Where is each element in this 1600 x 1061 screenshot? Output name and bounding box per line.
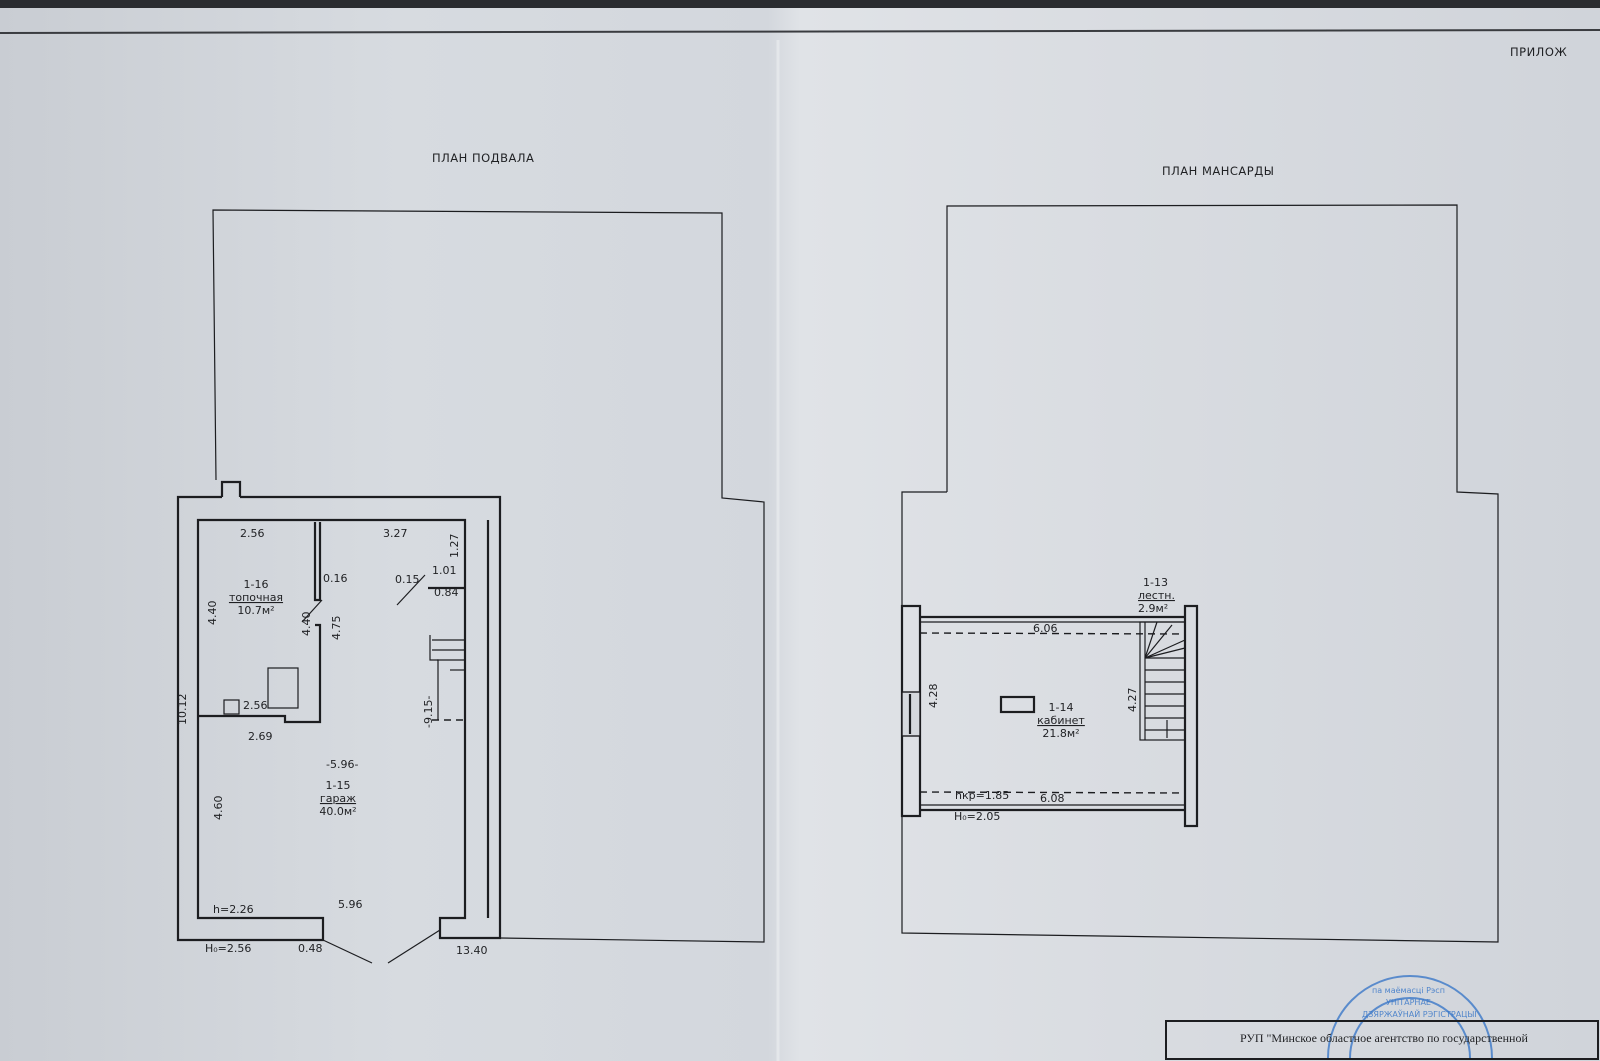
partition-top — [313, 522, 322, 602]
dim: 6.08 — [1040, 792, 1065, 805]
dim: 4.27 — [1126, 688, 1139, 713]
basement-stairs — [429, 635, 465, 721]
dim: 6.06 — [1033, 622, 1058, 635]
dim: 0.84 — [434, 586, 459, 599]
room-number: 1-14 — [1049, 701, 1074, 714]
dim: 3.27 — [383, 527, 408, 540]
dim: H₀=2.05 — [954, 810, 1000, 823]
room-number: 1-13 — [1143, 576, 1168, 589]
dim: 0.48 — [298, 942, 323, 955]
appendix-label: ПРИЛОЖ — [1510, 45, 1567, 59]
dim: -5.96- — [326, 758, 358, 771]
attic-plan: ПЛАН МАНСАРДЫ 1-13 лестн. 2.9м² 6.06 4.2… — [900, 164, 1499, 943]
door-swing-2 — [396, 574, 426, 606]
room-name: топочная — [229, 591, 283, 604]
dim: 2.56 — [243, 699, 268, 712]
room-area: 40.0м² — [319, 805, 356, 818]
organization-name: РУП "Минское областное агентство по госу… — [1240, 1031, 1528, 1045]
basement-plan-title: ПЛАН ПОДВАЛА — [432, 151, 534, 165]
frame-line — [0, 29, 1600, 34]
dim: 0.15 — [395, 573, 420, 586]
partition-bottom — [198, 623, 322, 724]
dim: hкр=1.85 — [955, 789, 1009, 802]
room-number: 1-15 — [326, 779, 351, 792]
top-edge — [0, 0, 1600, 8]
hatch — [999, 695, 1036, 714]
door-swing — [301, 599, 323, 623]
slope-line-top — [919, 632, 1186, 635]
room-name: гараж — [320, 792, 356, 805]
dim: 1.27 — [448, 534, 461, 559]
stamp-text: УНІТАРНАЕ — [1386, 998, 1431, 1007]
dim: H₀=2.56 — [205, 942, 251, 955]
dim: 2.69 — [248, 730, 273, 743]
room-area: 2.9м² — [1138, 602, 1168, 615]
title-block: РУП "Минское областное агентство по госу… — [1165, 1020, 1599, 1060]
room-number: 1-16 — [244, 578, 269, 591]
official-stamp: па маёмасці Рэсп УНІТАРНАЕ ДЗЯРЖАЎНАЙ РЭ… — [1327, 975, 1493, 1059]
room-name: кабинет — [1037, 714, 1085, 727]
building-outline — [212, 209, 765, 943]
dim: 0.16 — [323, 572, 348, 585]
gate-leaf-right — [387, 929, 441, 964]
room-name: лестн. — [1138, 589, 1175, 602]
gate-leaf-left — [322, 939, 373, 964]
slope-line-bottom — [919, 791, 1186, 794]
chimney — [220, 480, 242, 497]
dim: 5.96 — [338, 898, 363, 911]
dim: 4.40 — [206, 601, 219, 626]
stamp-text: па маёмасці Рэсп — [1372, 986, 1445, 995]
boiler — [267, 667, 299, 709]
dim: 4.75 — [330, 616, 343, 641]
dim: 4.28 — [927, 684, 940, 709]
basement-plan: ПЛАН ПОДВАЛА 2.56 3.27 1.27 0.16 0.15 1.… — [176, 151, 765, 964]
boiler-small — [223, 699, 240, 715]
dim: 10.12 — [176, 694, 189, 726]
dim: h=2.26 — [213, 903, 254, 916]
dim: 4.40 — [300, 612, 313, 637]
dim: 13.40 — [456, 944, 488, 957]
attic-stairs — [1139, 621, 1186, 741]
building-outline — [901, 204, 1499, 943]
dim: 4.60 — [212, 796, 225, 821]
right-wall — [1183, 604, 1199, 828]
attic-plan-title: ПЛАН МАНСАРДЫ — [1162, 164, 1274, 178]
room-area: 21.8м² — [1042, 727, 1079, 740]
room-area: 10.7м² — [237, 604, 274, 617]
dim: 1.01 — [432, 564, 457, 577]
garage-walls — [176, 495, 502, 942]
stamp-text: ДЗЯРЖАЎНАЙ РЭГІСТРАЦЫІ — [1362, 1008, 1477, 1019]
dim: 2.56 — [240, 527, 265, 540]
dim: -9.15- — [422, 696, 435, 728]
